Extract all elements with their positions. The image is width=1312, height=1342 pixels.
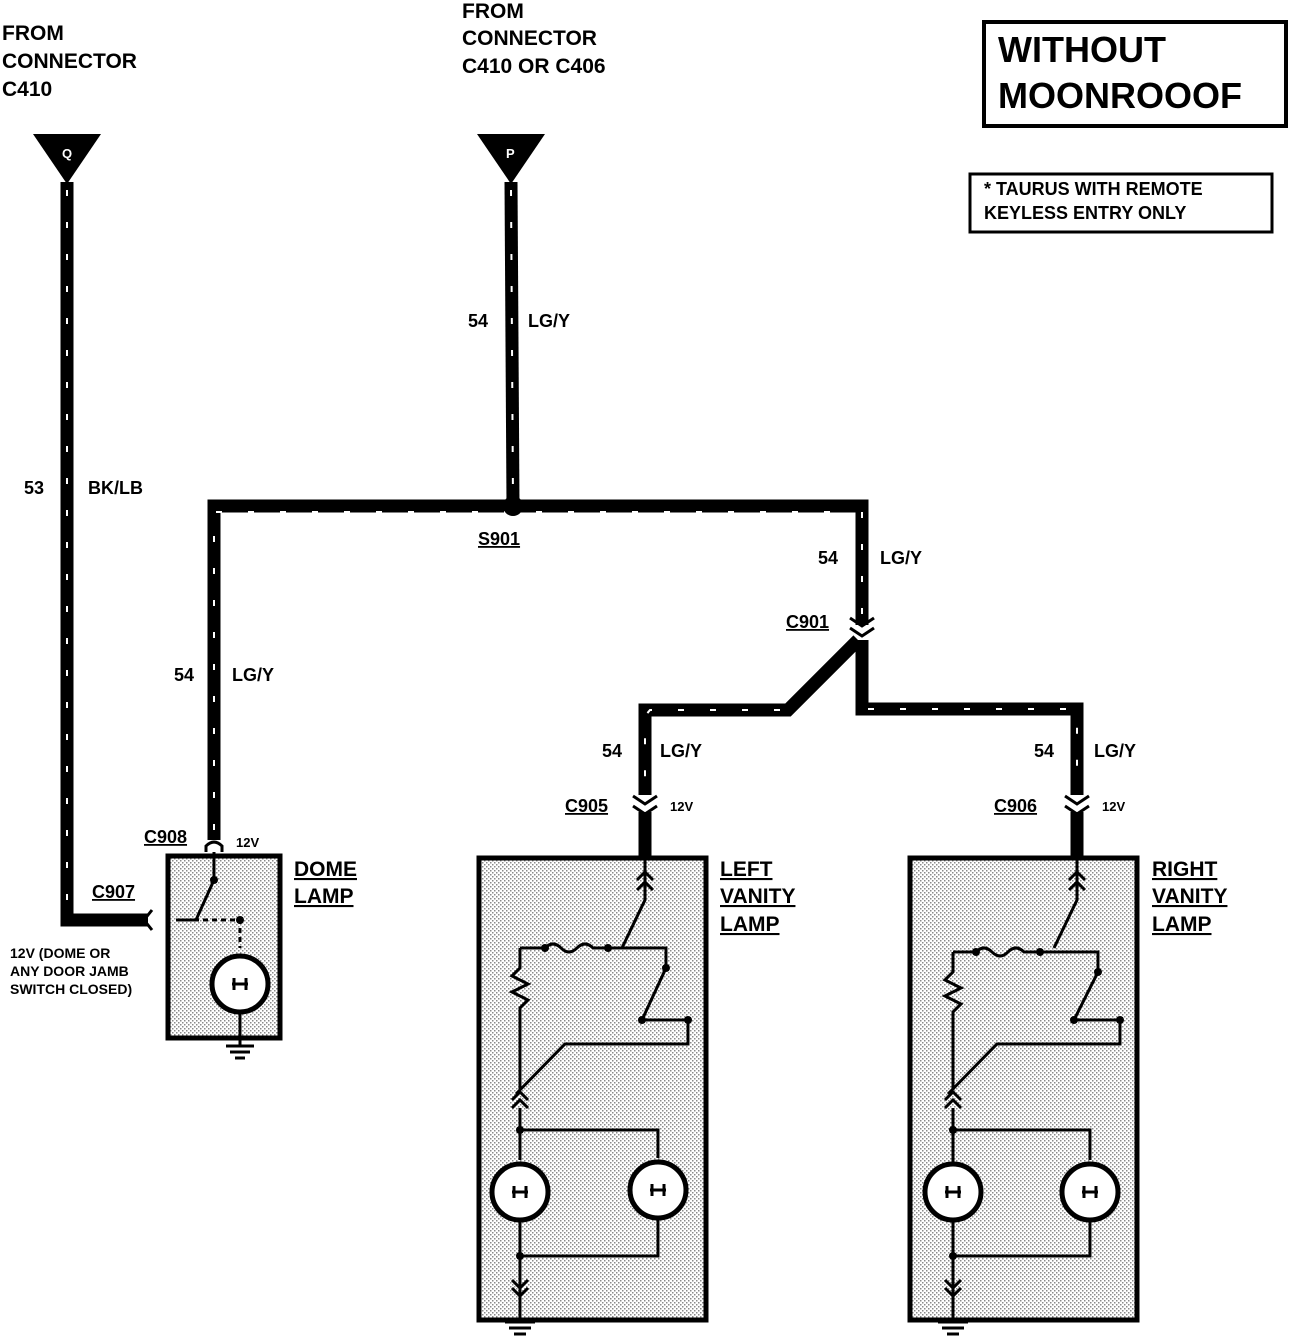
- wire-53: [60, 182, 148, 927]
- pin-p-icon: P: [477, 134, 545, 184]
- note-box: * TAURUS WITH REMOTE KEYLESS ENTRY ONLY: [968, 172, 1274, 234]
- wire-54-right-vanity-circuit: 54: [1034, 741, 1054, 761]
- connector-c905-label: C905: [565, 796, 608, 816]
- left-vanity-line1: LEFT: [720, 858, 773, 881]
- pin-q-icon: Q: [33, 134, 101, 184]
- right-vanity-lamp: [907, 855, 1140, 1336]
- left-vanity-lamp: [476, 855, 709, 1336]
- wire-54-left-vanity-color: LG/Y: [660, 741, 702, 761]
- note-line1: * TAURUS WITH REMOTE: [984, 179, 1203, 199]
- pin-p-label: P: [506, 146, 515, 161]
- connector-c906-icon: [1064, 794, 1090, 816]
- wire-53-circuit: 53: [24, 478, 44, 498]
- wire-54-top-circuit: 54: [468, 311, 488, 331]
- source-left-label: FROM CONNECTOR C410: [2, 22, 137, 101]
- right-vanity-line2: VANITY: [1152, 885, 1227, 908]
- title-line1: WITHOUT: [998, 29, 1166, 70]
- wire-54-bus: [207, 499, 869, 840]
- wires: [60, 181, 1084, 927]
- connector-c906-label: C906: [994, 796, 1037, 816]
- connector-c908-icon: [204, 840, 224, 852]
- right-vanity-label: RIGHT VANITY LAMP: [1152, 858, 1227, 936]
- dome-lamp-line2: LAMP: [294, 885, 354, 908]
- source-center-line1: FROM: [462, 0, 524, 23]
- connector-c905-icon: [632, 794, 658, 816]
- left-vanity-ground-icon: [505, 1320, 535, 1336]
- voltage-left-vanity: 12V: [670, 799, 693, 814]
- note-line2: KEYLESS ENTRY ONLY: [984, 203, 1186, 223]
- dome-note: 12V (DOME OR ANY DOOR JAMB SWITCH CLOSED…: [10, 945, 132, 997]
- pin-q-label: Q: [62, 146, 72, 161]
- dome-lamp: [165, 852, 283, 1060]
- left-vanity-line2: VANITY: [720, 885, 795, 908]
- right-vanity-line1: RIGHT: [1152, 858, 1218, 881]
- connector-c908-label: C908: [144, 827, 187, 847]
- connector-c907-icon: [142, 909, 154, 931]
- left-vanity-line3: LAMP: [720, 913, 780, 936]
- wire-54-dome-circuit: 54: [174, 665, 194, 685]
- wire-54-left-vanity: [638, 635, 863, 795]
- wire-54-drop-circuit: 54: [818, 548, 838, 568]
- connector-c901-icon: [849, 616, 875, 638]
- title-box: WITHOUT MOONROOOF: [982, 20, 1288, 128]
- dome-lamp-label: DOME LAMP: [294, 858, 357, 908]
- left-vanity-label: LEFT VANITY LAMP: [720, 858, 795, 936]
- right-vanity-line3: LAMP: [1152, 913, 1212, 936]
- source-left-line3: C410: [2, 78, 52, 101]
- connector-c907-label: C907: [92, 882, 135, 902]
- wire-54-top: [504, 181, 520, 507]
- wire-54-drop-color: LG/Y: [880, 548, 922, 568]
- source-left-line2: CONNECTOR: [2, 50, 137, 73]
- wire-54-top-color: LG/Y: [528, 311, 570, 331]
- source-center-line2: CONNECTOR: [462, 27, 597, 50]
- source-left-line1: FROM: [2, 22, 64, 45]
- splice-s901-label: S901: [478, 529, 520, 549]
- right-vanity-ground-icon: [938, 1320, 968, 1336]
- dome-note-line2: ANY DOOR JAMB: [10, 963, 129, 979]
- voltage-dome: 12V: [236, 835, 259, 850]
- voltage-right-vanity: 12V: [1102, 799, 1125, 814]
- wire-54-right-vanity: [855, 640, 1084, 795]
- dome-lamp-line1: DOME: [294, 858, 357, 881]
- dome-note-line3: SWITCH CLOSED): [10, 981, 132, 997]
- wire-53-color: BK/LB: [88, 478, 143, 498]
- connector-c901-label: C901: [786, 612, 829, 632]
- dome-ground-icon: [226, 1044, 254, 1060]
- wire-54-right-vanity-color: LG/Y: [1094, 741, 1136, 761]
- title-line2: MOONROOOF: [998, 75, 1242, 116]
- source-center-label: FROM CONNECTOR C410 OR C406: [462, 0, 606, 78]
- wire-labels: 53 BK/LB 54 LG/Y 54 LG/Y 54 LG/Y 54 LG/Y…: [24, 311, 1136, 761]
- source-center-line3: C410 OR C406: [462, 55, 606, 78]
- splice-s901-icon: [503, 496, 523, 516]
- wire-54-left-vanity-circuit: 54: [602, 741, 622, 761]
- wire-54-dome-color: LG/Y: [232, 665, 274, 685]
- dome-note-line1: 12V (DOME OR: [10, 945, 110, 961]
